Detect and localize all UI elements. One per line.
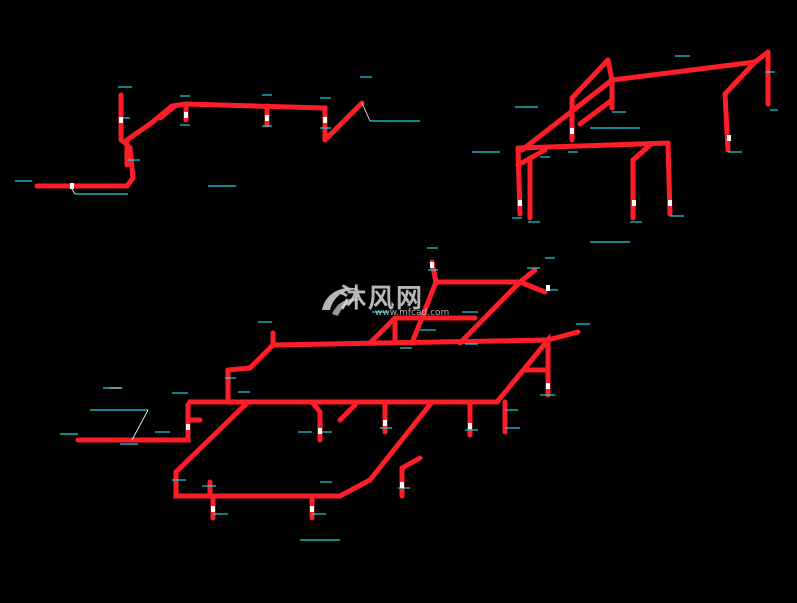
watermark-brand: 沐风网	[340, 284, 425, 314]
pipe-system-diagram-1	[34, 92, 365, 189]
pipe-system-diagram-2	[515, 49, 771, 221]
pipe-system-diagram-2-annotations	[472, 55, 778, 243]
pipe-system-diagram-3-leaders	[110, 387, 149, 441]
pipe-system-diagram-1-annotations	[15, 76, 420, 195]
watermark-url: www.mfcad.com	[375, 308, 450, 318]
valve-markers	[70, 112, 731, 512]
mf-swoosh-logo-icon	[322, 287, 362, 316]
